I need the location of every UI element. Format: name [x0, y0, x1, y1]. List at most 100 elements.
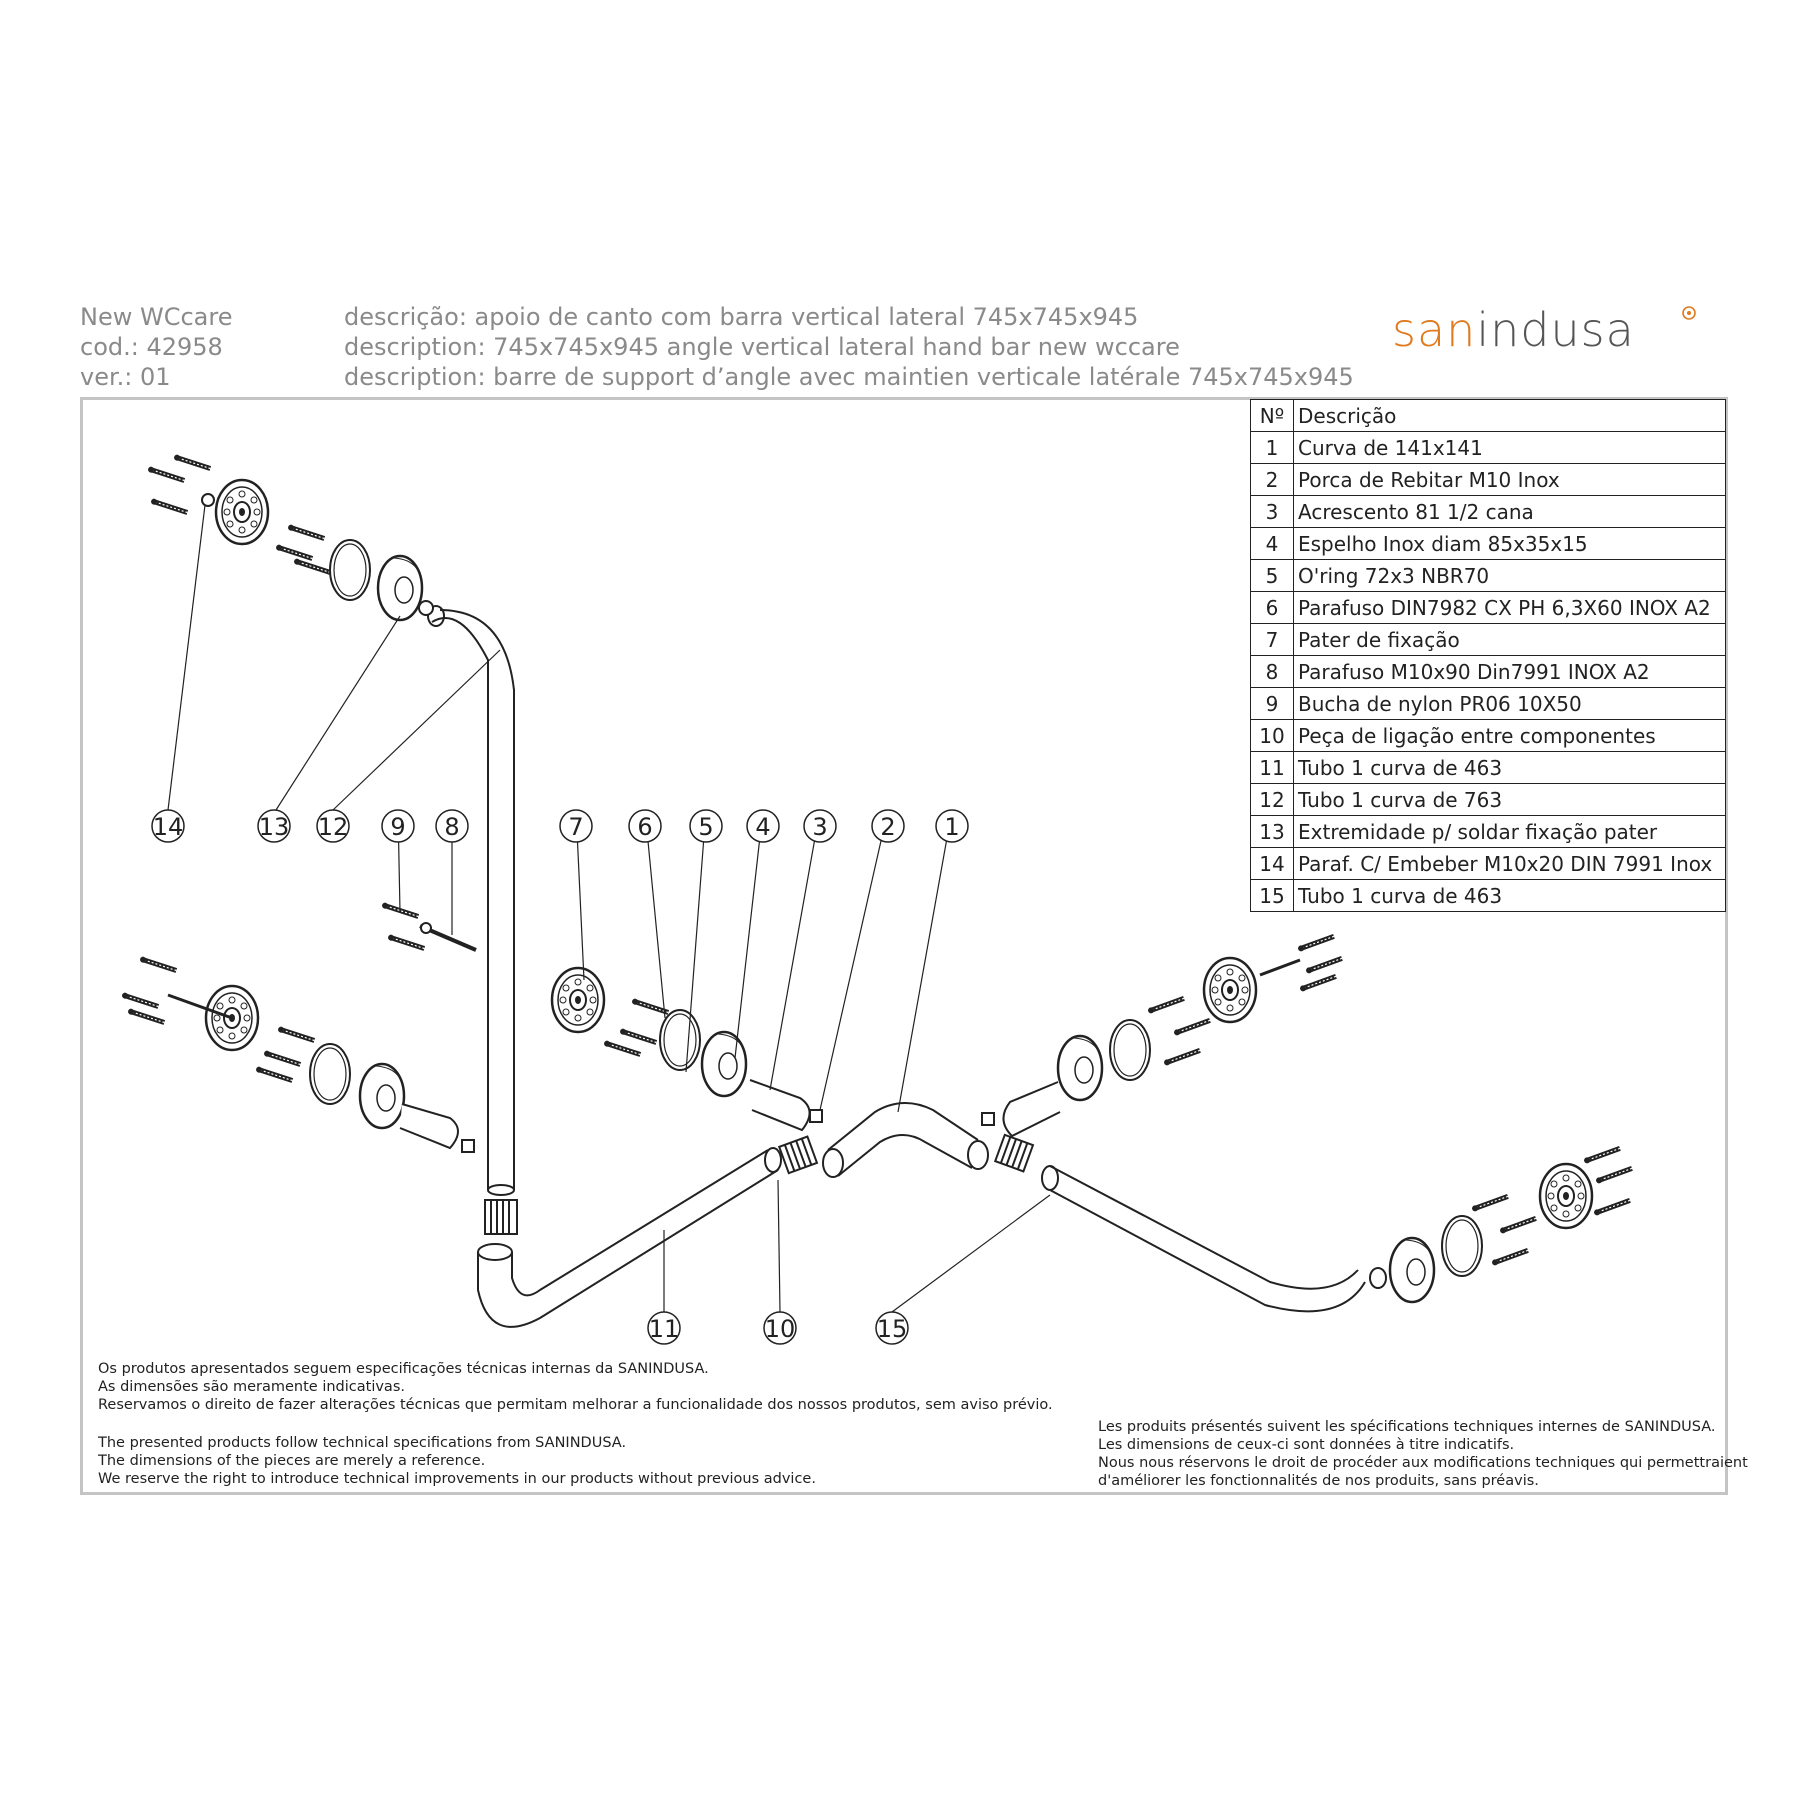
- disclaimer-line: As dimensões são meramente indicativas.: [98, 1379, 405, 1395]
- disclaimer-fr: Les produits présentés suivent les spéci…: [1098, 1418, 1748, 1490]
- tube-1-left-end: [822, 1148, 844, 1178]
- part-description: Acrescento 81 1/2 cana: [1293, 495, 1726, 528]
- svg-text:3: 3: [812, 813, 827, 841]
- callout-9: 9: [381, 809, 415, 843]
- wall-mount-center-right: [1002, 934, 1343, 1138]
- svg-text:1: 1: [944, 813, 959, 841]
- part-number: 3: [1250, 495, 1294, 528]
- callout-11: 11: [647, 1311, 681, 1345]
- part-description: Bucha de nylon PR06 10X50: [1293, 687, 1726, 720]
- part-description: Peça de ligação entre componentes: [1293, 719, 1726, 752]
- leader-lines: [167, 504, 1051, 1313]
- rivet-nut-left: [461, 1139, 475, 1153]
- product-descriptions: descrição: apoio de canto com barra vert…: [344, 302, 1354, 392]
- part-description: Extremidade p/ soldar fixação pater: [1293, 815, 1726, 848]
- disclaimer-line: We reserve the right to introduce techni…: [98, 1471, 816, 1487]
- tube-11-end: [764, 1147, 782, 1173]
- tube-15-outline-a: [1049, 1165, 1359, 1290]
- callout-1: 1: [935, 809, 969, 843]
- svg-text:4: 4: [755, 813, 770, 841]
- disclaimer-en: The presented products follow technical …: [98, 1434, 816, 1488]
- svg-text:15: 15: [877, 1315, 908, 1343]
- disclaimer-line: Nous nous réservons le droit de procéder…: [1098, 1455, 1748, 1471]
- connector-10-left: [777, 1135, 819, 1175]
- part-description: Porca de Rebitar M10 Inox: [1293, 463, 1726, 496]
- part-description: Pater de fixação: [1293, 623, 1726, 656]
- part-description: Curva de 141x141: [1293, 431, 1726, 464]
- svg-text:13: 13: [259, 813, 290, 841]
- callout-7: 7: [559, 809, 593, 843]
- logo-mark-icon: [1682, 306, 1696, 320]
- part-description: O'ring 72x3 NBR70: [1293, 559, 1726, 592]
- disclaimer-line: Les dimensions de ceux-ci sont données à…: [1098, 1437, 1515, 1453]
- tube-12-outline-a: [431, 617, 489, 1190]
- product-info: New WCcare cod.: 42958 ver.: 01: [80, 302, 232, 392]
- header-number: Nº: [1250, 399, 1294, 432]
- sanindusa-logo: sanindusa: [1392, 300, 1696, 360]
- disclaimer-line: Reservamos o direito de fazer alterações…: [98, 1397, 1053, 1413]
- svg-text:2: 2: [880, 813, 895, 841]
- disclaimer-line: The presented products follow technical …: [98, 1435, 627, 1451]
- callout-3: 3: [803, 809, 837, 843]
- svg-text:10: 10: [765, 1315, 796, 1343]
- part-number: 13: [1250, 815, 1294, 848]
- disclaimer-line: d'améliorer les fonctionnalités de nos p…: [1098, 1473, 1539, 1489]
- wall-mount-bottom-right: [1388, 1146, 1633, 1304]
- wall-mount-top-left: [147, 454, 434, 622]
- part-description: Tubo 1 curva de 763: [1293, 783, 1726, 816]
- rivet-nut-right: [1369, 1267, 1387, 1289]
- callout-12: 12: [316, 809, 350, 843]
- product-name: New WCcare: [80, 303, 233, 331]
- callout-14: 14: [151, 809, 185, 843]
- part-description: Tubo 1 curva de 463: [1293, 751, 1726, 784]
- part-number: 9: [1250, 687, 1294, 720]
- svg-text:11: 11: [649, 1315, 680, 1343]
- callout-13: 13: [257, 809, 291, 843]
- part-number: 7: [1250, 623, 1294, 656]
- part-description: Tubo 1 curva de 463: [1293, 879, 1726, 912]
- disclaimer-line: The dimensions of the pieces are merely …: [98, 1453, 486, 1469]
- tube-11-outline-b: [511, 1149, 769, 1297]
- tube-12-outline-b: [439, 609, 515, 1190]
- part-number: 1: [1250, 431, 1294, 464]
- part-description: Parafuso M10x90 Din7991 INOX A2: [1293, 655, 1726, 688]
- part-number: 2: [1250, 463, 1294, 496]
- connector-10-right: [993, 1133, 1035, 1173]
- description-pt: descrição: apoio de canto com barra vert…: [344, 303, 1139, 331]
- svg-text:7: 7: [568, 813, 583, 841]
- part-number: 10: [1250, 719, 1294, 752]
- part-number: 8: [1250, 655, 1294, 688]
- tube-12-end: [487, 1184, 515, 1196]
- part-description: Paraf. C/ Embeber M10x20 DIN 7991 Inox: [1293, 847, 1726, 880]
- part-description: Parafuso DIN7982 CX PH 6,3X60 INOX A2: [1293, 591, 1726, 624]
- part-number: 5: [1250, 559, 1294, 592]
- rivet-nut-2: [809, 1109, 823, 1123]
- disclaimer-line: Os produtos apresentados seguem especifi…: [98, 1361, 709, 1377]
- svg-text:14: 14: [153, 813, 184, 841]
- tube-1-outline-b: [837, 1134, 973, 1177]
- svg-text:8: 8: [444, 813, 459, 841]
- parts-table-header: Nº Descrição: [1250, 399, 1726, 432]
- product-code: cod.: 42958: [80, 333, 223, 361]
- description-fr: description: barre de support d’angle av…: [344, 363, 1354, 391]
- part-number: 15: [1250, 879, 1294, 912]
- callout-10: 10: [763, 1311, 797, 1345]
- disclaimer-line: Les produits présentés suivent les spéci…: [1098, 1419, 1716, 1435]
- tube-15-outline-b: [1049, 1189, 1366, 1313]
- part-number: 11: [1250, 751, 1294, 784]
- callout-2: 2: [871, 809, 905, 843]
- part-number: 12: [1250, 783, 1294, 816]
